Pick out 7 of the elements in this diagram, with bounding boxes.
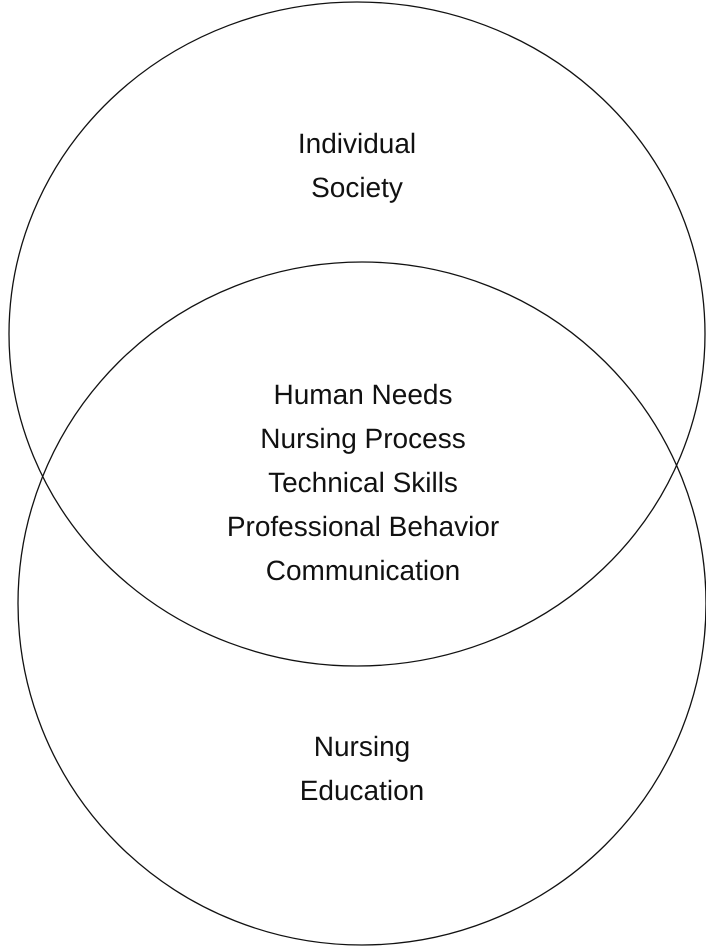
overlap-label: Technical Skills <box>268 466 458 500</box>
overlap-label: Human Needs <box>274 378 452 412</box>
overlap-label: Professional Behavior <box>226 510 500 544</box>
overlap-label: Communication <box>266 554 460 588</box>
circle-label: Nursing Education <box>298 730 426 808</box>
overlap-label: Nursing Process <box>260 422 466 456</box>
circle-label: Individual Society <box>296 127 418 205</box>
